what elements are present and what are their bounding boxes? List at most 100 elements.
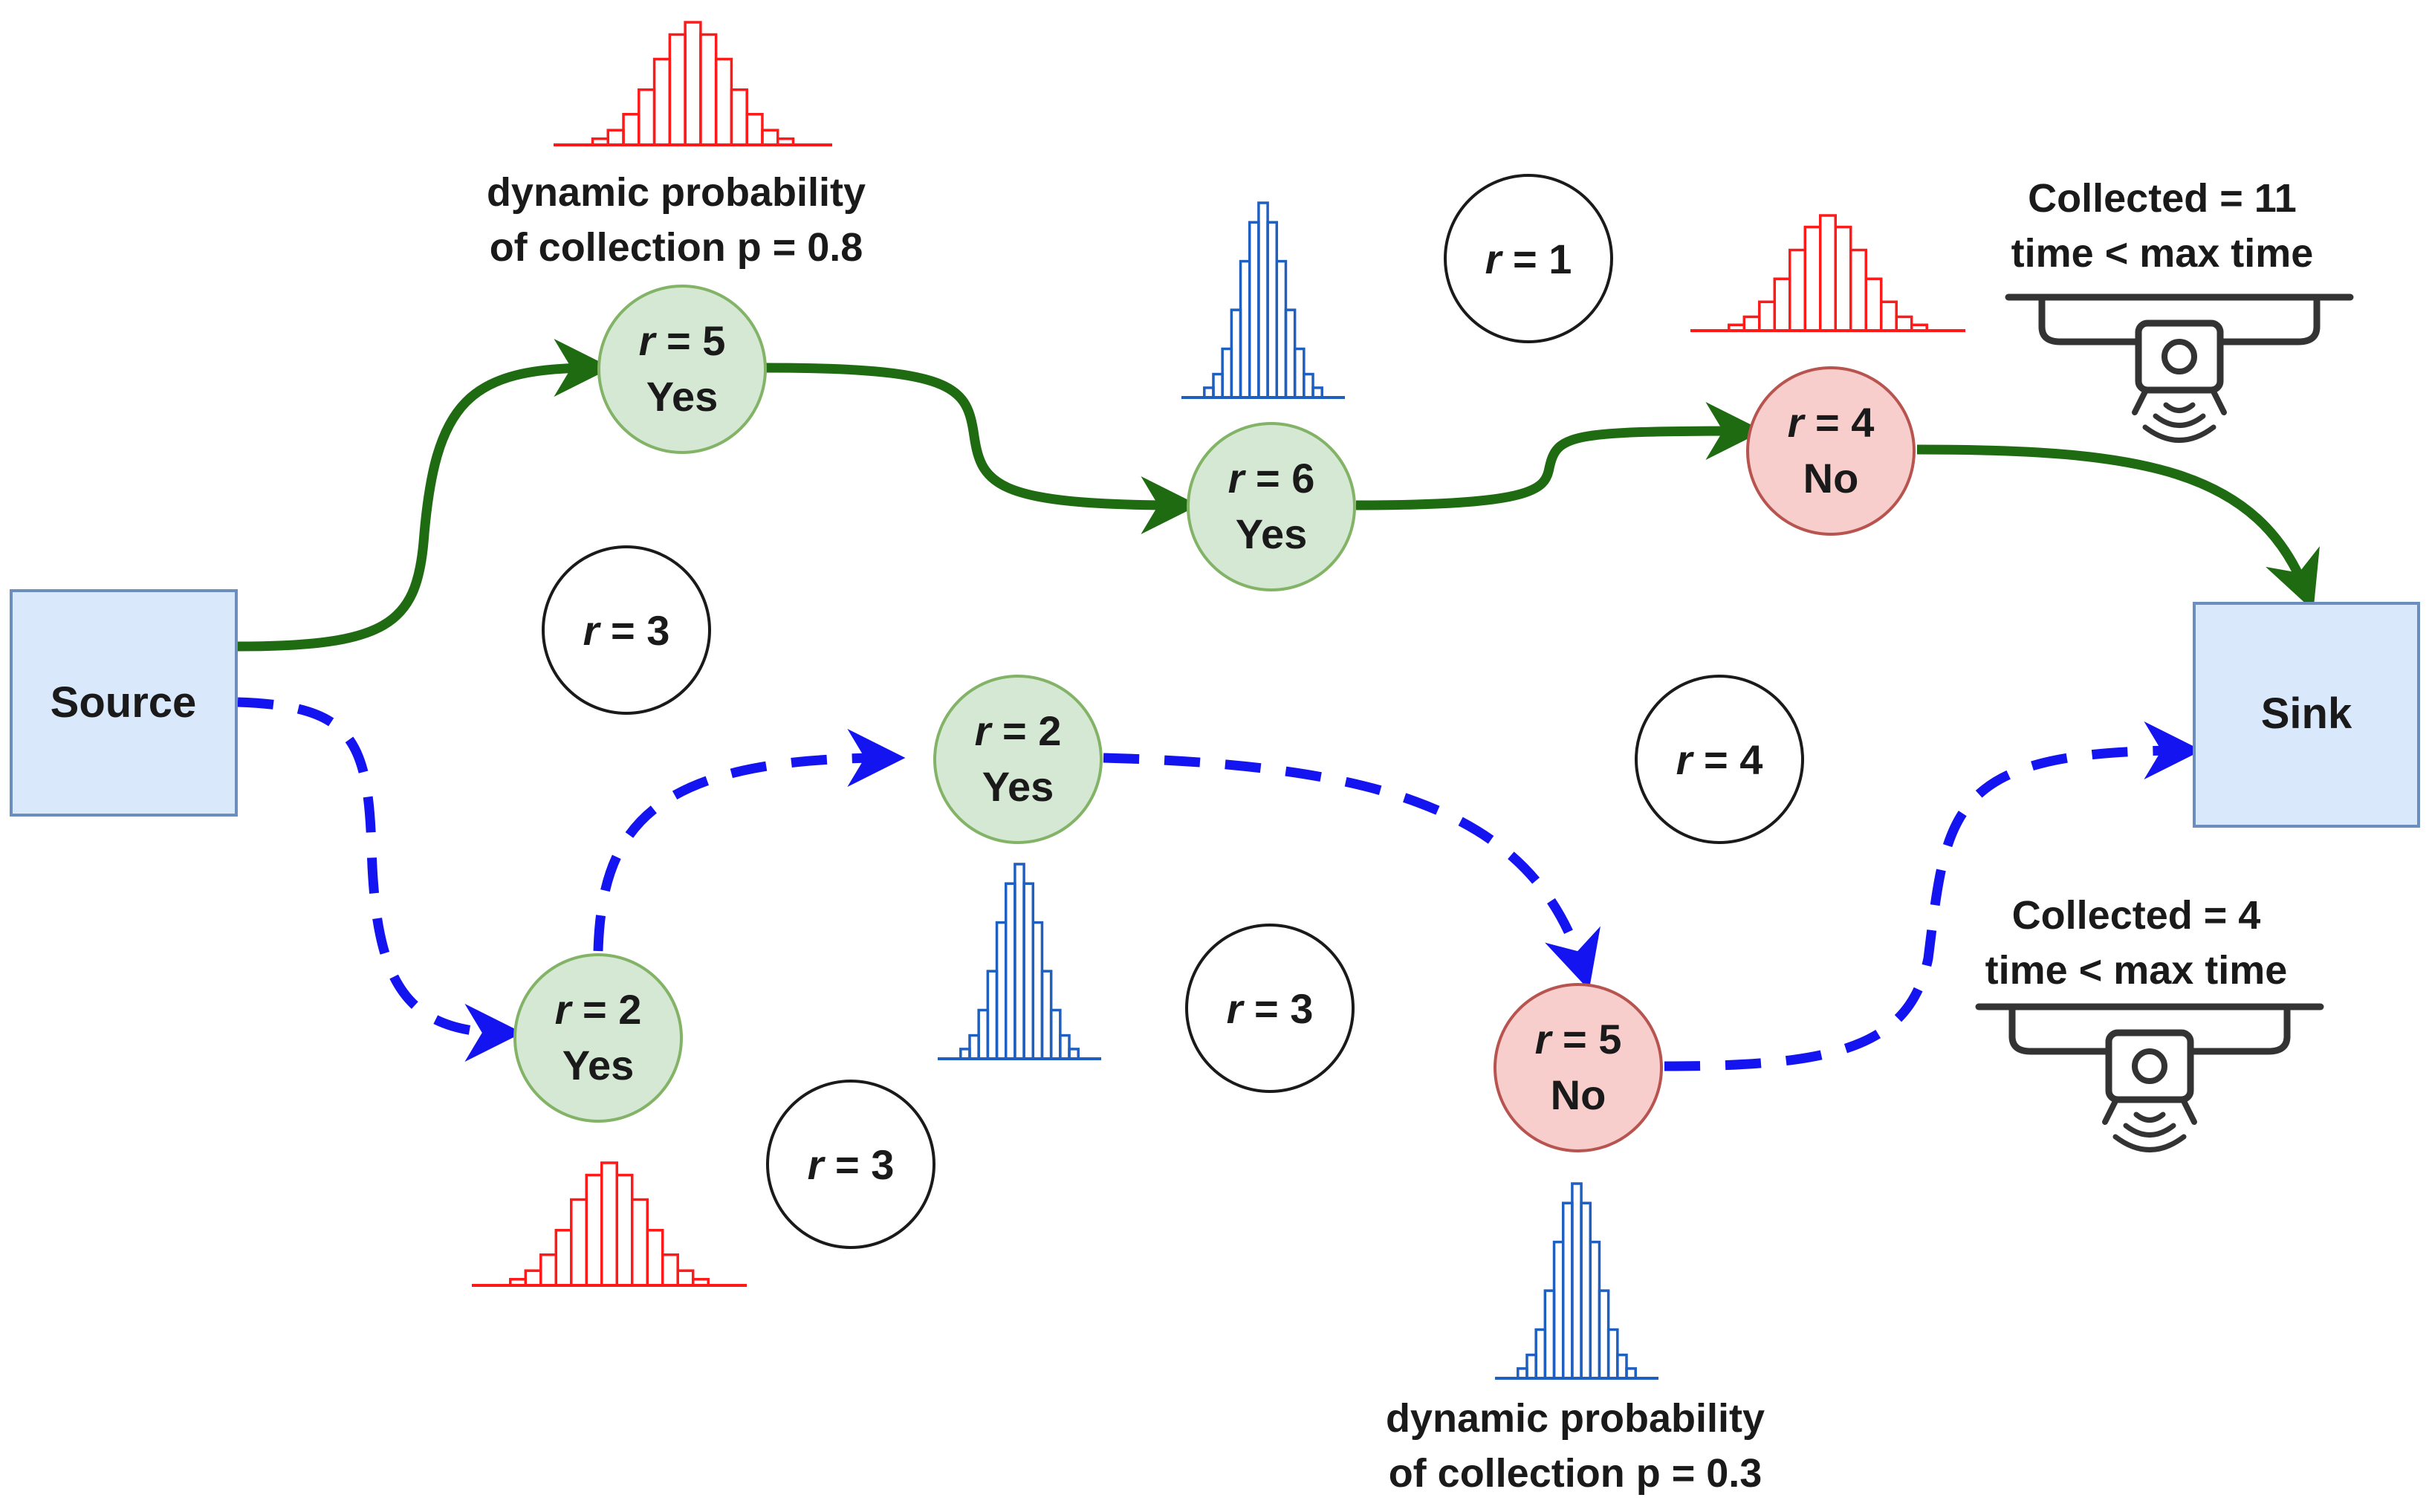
histogram-bar xyxy=(1266,221,1279,399)
histogram-blue xyxy=(1495,1182,1658,1380)
histogram-bar xyxy=(977,1008,990,1060)
histogram-bar xyxy=(1728,323,1746,332)
histogram-bar xyxy=(600,1161,618,1287)
histogram-bar xyxy=(714,57,733,146)
histogram-bar xyxy=(1849,248,1867,332)
histogram-red xyxy=(1690,214,1965,332)
bottom-probability-note: dynamic probability of collection p = 0.… xyxy=(1315,1391,1835,1501)
histogram-bar xyxy=(1293,347,1306,399)
idle-node: r = 3 xyxy=(766,1080,935,1249)
top-probability-note: dynamic probability of collection p = 0.… xyxy=(416,165,936,275)
histogram-bar xyxy=(1895,315,1913,332)
histogram-bar xyxy=(691,1278,710,1287)
histogram-bar xyxy=(995,921,1008,1060)
histogram-bar xyxy=(1819,214,1837,332)
histogram-bar xyxy=(1230,308,1242,399)
histogram-bar xyxy=(524,1269,542,1287)
histogram-bar xyxy=(1212,372,1224,399)
histogram-blue xyxy=(1181,201,1345,399)
histogram-bar xyxy=(554,1229,573,1287)
histogram-bar xyxy=(1625,1367,1637,1380)
idle-node-label: r = 4 xyxy=(1676,736,1763,783)
histogram-bar xyxy=(1004,882,1016,1060)
green-collected-count: Collected = 11 xyxy=(2028,176,2297,221)
histogram-bar xyxy=(1275,259,1288,399)
idle-node-label: r = 3 xyxy=(808,1141,895,1188)
idle-node: r = 4 xyxy=(1635,675,1804,844)
drone-icon xyxy=(2008,297,2350,441)
histogram-bar xyxy=(1248,221,1260,399)
histogram-blue xyxy=(938,863,1101,1060)
node-b3: r = 5 No xyxy=(1494,983,1663,1152)
histogram-bar xyxy=(661,1253,679,1287)
histogram-bar xyxy=(684,21,702,146)
histogram-bar xyxy=(1616,1353,1628,1380)
histogram-bar xyxy=(1571,1182,1583,1380)
histogram-bar xyxy=(1864,277,1883,332)
histogram-bar xyxy=(1543,1289,1556,1380)
top-probability-line2: of collection p = 0.8 xyxy=(489,225,863,270)
node-decision: Yes xyxy=(1236,510,1308,557)
histogram-bar xyxy=(1910,323,1928,332)
histogram-bar xyxy=(1303,372,1314,399)
histogram-bar xyxy=(1561,1201,1574,1380)
histogram-bar xyxy=(1552,1240,1565,1380)
histogram-bar xyxy=(652,57,672,146)
node-r-label: r = 2 xyxy=(975,707,1062,754)
node-r-label: r = 6 xyxy=(1228,455,1315,502)
node-r-label: r = 4 xyxy=(1788,399,1875,446)
node-decision: Yes xyxy=(562,1042,635,1088)
histogram-bar xyxy=(585,1173,603,1287)
histogram-bar xyxy=(1758,300,1777,332)
histogram-bar xyxy=(1525,1353,1537,1380)
node-g3: r = 4 No xyxy=(1746,366,1916,536)
blue-time-status: time < max time xyxy=(1985,948,2288,993)
histogram-bar xyxy=(745,113,764,146)
idle-node: r = 3 xyxy=(1185,924,1355,1093)
histogram-bar xyxy=(1311,386,1323,399)
histogram-bar xyxy=(1068,1048,1080,1060)
blue-collected-count: Collected = 4 xyxy=(2011,893,2261,938)
node-g1: r = 5 Yes xyxy=(597,285,767,454)
node-b2: r = 2 Yes xyxy=(933,675,1103,844)
blue-path xyxy=(237,697,2202,1071)
histogram-bar xyxy=(1014,863,1025,1060)
node-b1: r = 2 Yes xyxy=(513,953,683,1123)
histogram-bar xyxy=(1284,308,1297,399)
histogram-bar xyxy=(1742,315,1761,332)
node-decision: No xyxy=(1551,1071,1606,1118)
node-g2: r = 6 Yes xyxy=(1187,422,1356,591)
histogram-bar xyxy=(1606,1328,1619,1380)
histogram-bar xyxy=(615,1173,634,1287)
histogram-bar xyxy=(606,129,625,146)
node-decision: Yes xyxy=(982,763,1054,810)
histogram-bar xyxy=(1049,1008,1062,1060)
histogram-bar xyxy=(668,33,687,146)
histogram-bar xyxy=(676,1269,695,1287)
sink-box: Sink xyxy=(2193,602,2420,828)
histogram-bar xyxy=(622,113,641,146)
idle-node: r = 3 xyxy=(542,545,711,715)
idle-node-label: r = 3 xyxy=(1227,985,1314,1032)
idle-node-label: r = 1 xyxy=(1485,236,1572,282)
histogram-bar xyxy=(1221,347,1233,399)
histogram-bar xyxy=(591,137,610,146)
histogram-bar xyxy=(1788,248,1807,332)
node-r-label: r = 2 xyxy=(555,986,642,1033)
histogram-bar xyxy=(1022,882,1035,1060)
histogram-bar xyxy=(570,1198,588,1287)
histogram-bar xyxy=(1580,1201,1592,1380)
histogram-bar xyxy=(1834,225,1852,332)
green-time-status: time < max time xyxy=(2011,231,2314,276)
node-r-label: r = 5 xyxy=(639,317,726,364)
histogram-bar xyxy=(1598,1289,1610,1380)
histogram-bar xyxy=(1239,259,1251,399)
green-collected-note: Collected = 11 time < max time xyxy=(1917,171,2407,281)
histogram-bar xyxy=(1534,1328,1547,1380)
histogram-bar xyxy=(776,137,795,146)
histogram-bar xyxy=(761,129,779,146)
histogram-bar xyxy=(509,1278,528,1287)
histogram-bar xyxy=(1879,300,1898,332)
histogram-bar xyxy=(1059,1034,1071,1060)
